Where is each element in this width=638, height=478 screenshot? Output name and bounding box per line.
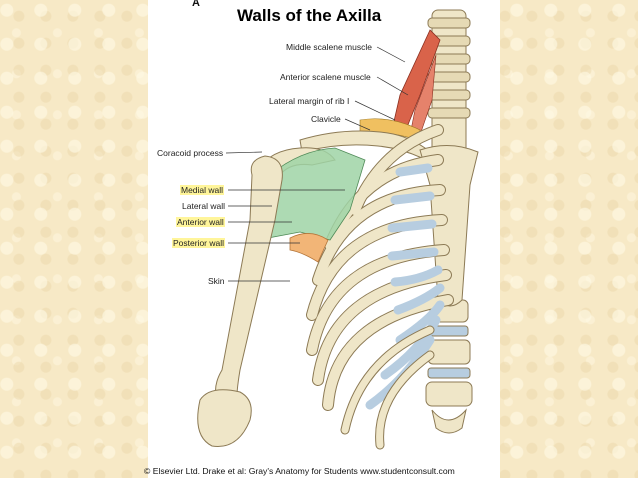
humerus-distal-end [197,389,252,447]
label-anterior-wall: Anterior wall [176,217,225,227]
copyright-footer: © Elsevier Ltd. Drake et al: Gray's Anat… [144,466,455,476]
label-skin: Skin [208,276,225,286]
label-anterior-scalene: Anterior scalene muscle [280,72,371,82]
scalene-muscles [359,29,441,141]
figure-letter: A [192,0,200,9]
label-middle-scalene: Middle scalene muscle [286,42,372,52]
axilla-posterior-wall [289,233,329,263]
label-lateral-wall: Lateral wall [182,201,225,211]
label-clavicle: Clavicle [311,114,341,124]
label-posterior-wall: Posterior wall [172,238,226,248]
humerus-bone [215,155,283,409]
page-title: Walls of the Axilla [237,6,382,25]
label-coracoid-process: Coracoid process [157,148,224,158]
label-medial-wall: Medial wall [180,185,225,195]
leader-lines [225,46,409,282]
label-lateral-margin-rib1: Lateral margin of rib I [269,96,350,106]
